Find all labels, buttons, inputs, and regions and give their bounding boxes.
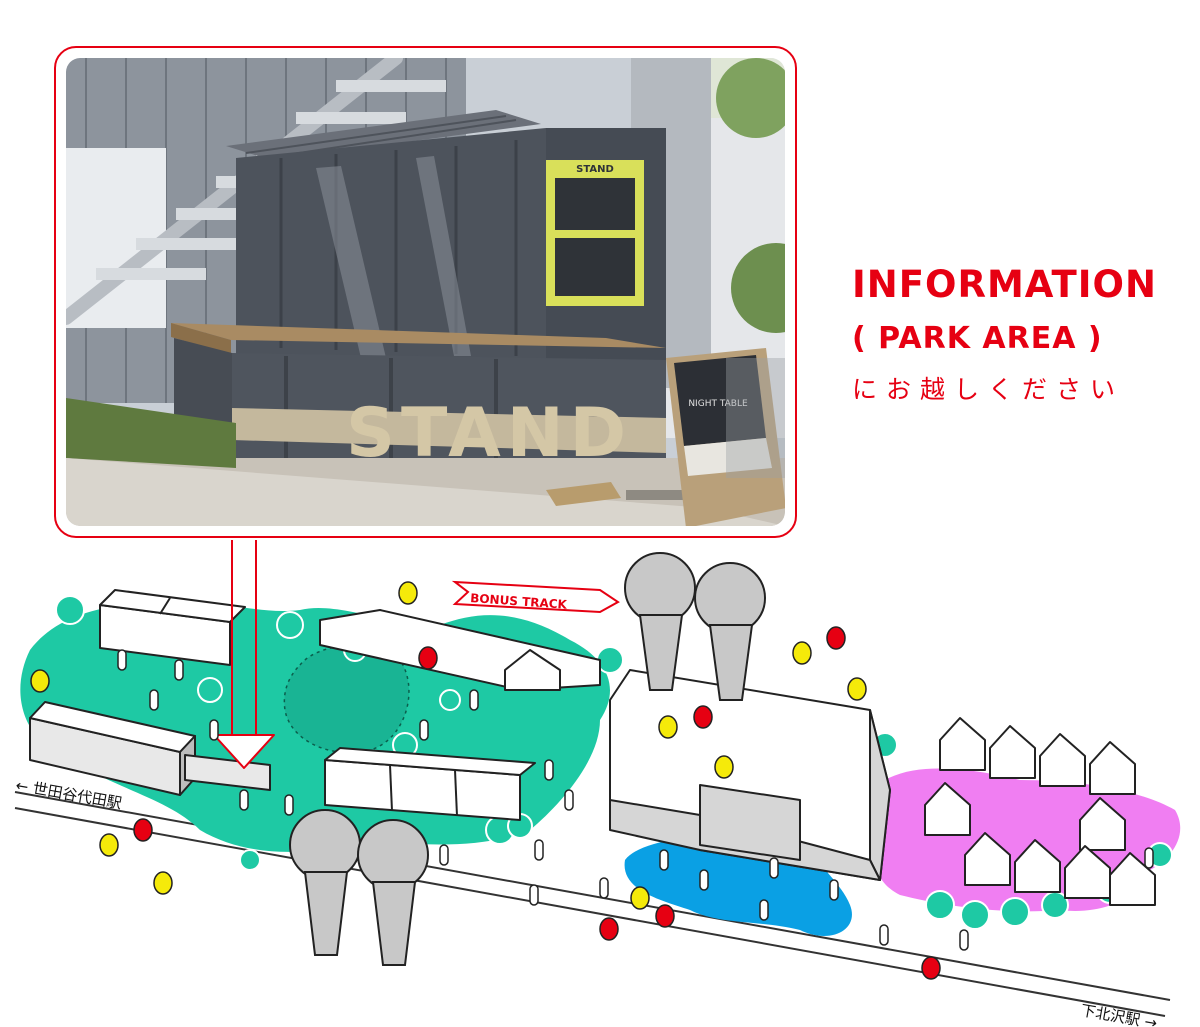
balloon-red: [133, 818, 153, 842]
stand-photo-frame: STAND STAND NIGHT TABLE: [54, 46, 797, 538]
balloon-yellow: [792, 641, 812, 665]
balloon-yellow: [30, 669, 50, 693]
microphone-icons: [289, 552, 766, 966]
balloon-yellow: [847, 677, 867, 701]
balloon-yellow: [714, 755, 734, 779]
venue-map: ← 世田谷代田駅 下北沢駅 →: [14, 540, 1181, 1027]
balloon-yellow: [658, 715, 678, 739]
left-buildings: [29, 589, 271, 796]
balloon-red: [655, 904, 675, 928]
balloon-yellow: [630, 886, 650, 910]
sign-board-text: STAND: [576, 164, 614, 175]
park-dotted-area: [283, 644, 410, 754]
balloon-red: [418, 646, 438, 670]
menu-board-text: NIGHT TABLE: [688, 399, 748, 409]
mid-buildings: [319, 609, 601, 821]
balloon-red: [921, 956, 941, 980]
market-stalls: [924, 717, 1156, 906]
please-come-label: にお越しください: [852, 375, 1125, 404]
balloon-yellow: [398, 581, 418, 605]
station-left-label: ← 世田谷代田駅: [14, 776, 123, 812]
balloon-yellow: [153, 871, 173, 895]
information-title: INFORMATION: [852, 263, 1157, 306]
bushes: [55, 595, 1173, 930]
balloons: [30, 581, 941, 980]
bonus-track-label: BONUS TRACK: [470, 591, 568, 612]
stand-location-arrow: [213, 540, 275, 769]
people: [117, 649, 1154, 951]
park-area-label: ( PARK AREA ): [852, 321, 1103, 356]
balloon-yellow: [99, 833, 119, 857]
main-building: [609, 669, 891, 881]
balloon-red: [693, 705, 713, 729]
balloon-red: [826, 626, 846, 650]
balloon-red: [599, 917, 619, 941]
information-notice: INFORMATION ( PARK AREA ) にお越しください: [852, 262, 1182, 414]
station-right-label: 下北沢駅 →: [1079, 1001, 1158, 1027]
bonus-track-banner: BONUS TRACK: [451, 580, 620, 614]
stand-photo: STAND STAND NIGHT TABLE: [66, 58, 785, 526]
